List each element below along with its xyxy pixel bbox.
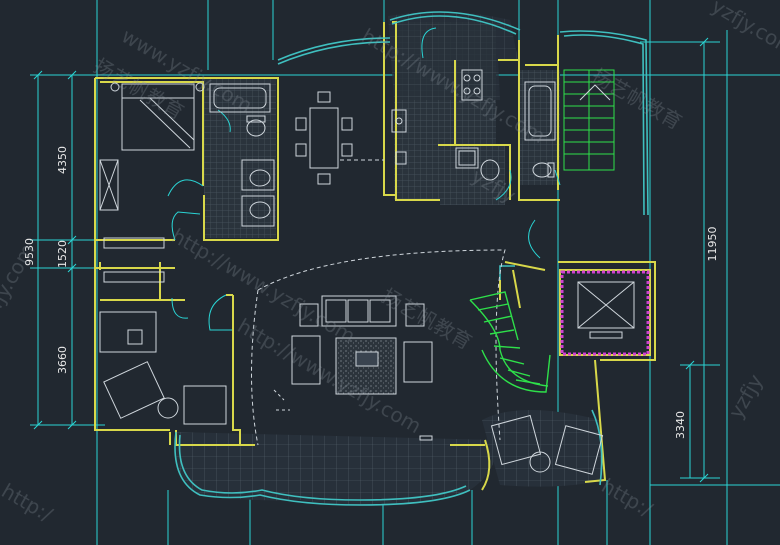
dimension-1520: 1520 [56,240,69,268]
elevator-shaft [560,270,650,356]
dimension-9530: 9530 [23,238,36,266]
fire-stair [563,69,615,171]
watermark-5: yzfjy.com [708,0,780,61]
tiled-floors [176,11,605,506]
kitchen-fixtures [391,69,483,169]
right-bathroom-fixtures [480,81,556,181]
windows [174,11,649,506]
study-furniture [99,311,227,425]
dimension-3340: 3340 [674,411,687,439]
door-swings [167,27,561,331]
living-room-furniture [251,249,506,446]
dining-table [295,91,384,185]
spiral-stair [469,291,551,393]
dimension-4350: 4350 [56,146,69,174]
balcony-chairs [490,414,604,475]
watermark-13: yzfjy [724,370,768,423]
bedroom-furniture [99,82,205,283]
bathroom-fixtures [209,83,275,227]
watermark-7: 扬艺帆教育 [588,64,687,135]
dimension-11950: 11950 [706,227,719,262]
dimension-lines [33,37,709,483]
walls [94,21,656,491]
watermark-10: fjy.com [0,239,40,312]
dimension-3660: 3660 [56,346,69,374]
watermark-8: http:/ [0,479,57,527]
watermark-12: http:/ [598,474,657,522]
